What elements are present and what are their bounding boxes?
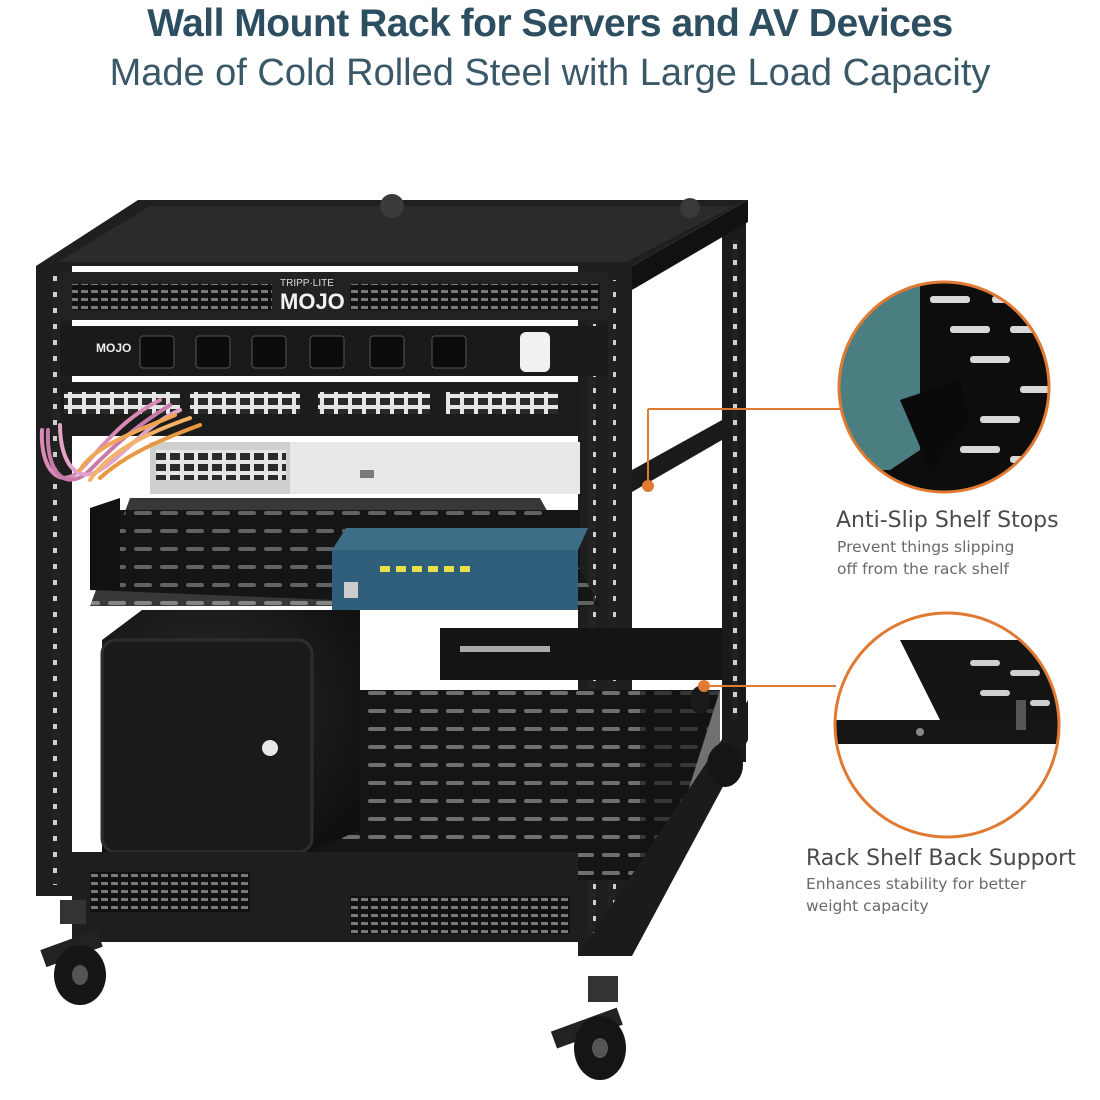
product-subtitle: Made of Cold Rolled Steel with Large Loa… <box>109 52 991 94</box>
power-switch <box>520 332 550 372</box>
product-title: Wall Mount Rack for Servers and AV Devic… <box>147 2 953 45</box>
patch-cables <box>39 398 202 482</box>
callout-title-shelf-stops: Anti-Slip Shelf Stops <box>836 508 1059 533</box>
callout-desc-line: off from the rack shelf <box>837 560 1009 578</box>
lock-icon <box>262 740 278 756</box>
wireless-controller <box>332 550 578 610</box>
callout-desc-line: weight capacity <box>806 897 929 915</box>
callout-dot-stops <box>642 480 654 492</box>
brand-logo-pdu: MOJO <box>96 341 131 355</box>
callout-title-back-support: Rack Shelf Back Support <box>806 846 1076 871</box>
callout-dot-support <box>698 680 710 692</box>
callout-desc-shelf-stops: Prevent things slipping off from the rac… <box>837 536 1077 580</box>
callout-desc-line: Prevent things slipping <box>837 538 1015 556</box>
caster-wheels <box>40 686 743 1080</box>
callout-desc-line: Enhances stability for better <box>806 875 1027 893</box>
brand-logo-top: MOJO <box>280 289 345 314</box>
brand-prefix-text: TRIPP·LITE <box>280 278 334 289</box>
detail-back-support <box>835 613 1059 837</box>
bottom-shelf <box>300 690 720 880</box>
callout-desc-back-support: Enhances stability for better weight cap… <box>806 873 1066 917</box>
detail-shelf-stops <box>839 282 1049 492</box>
